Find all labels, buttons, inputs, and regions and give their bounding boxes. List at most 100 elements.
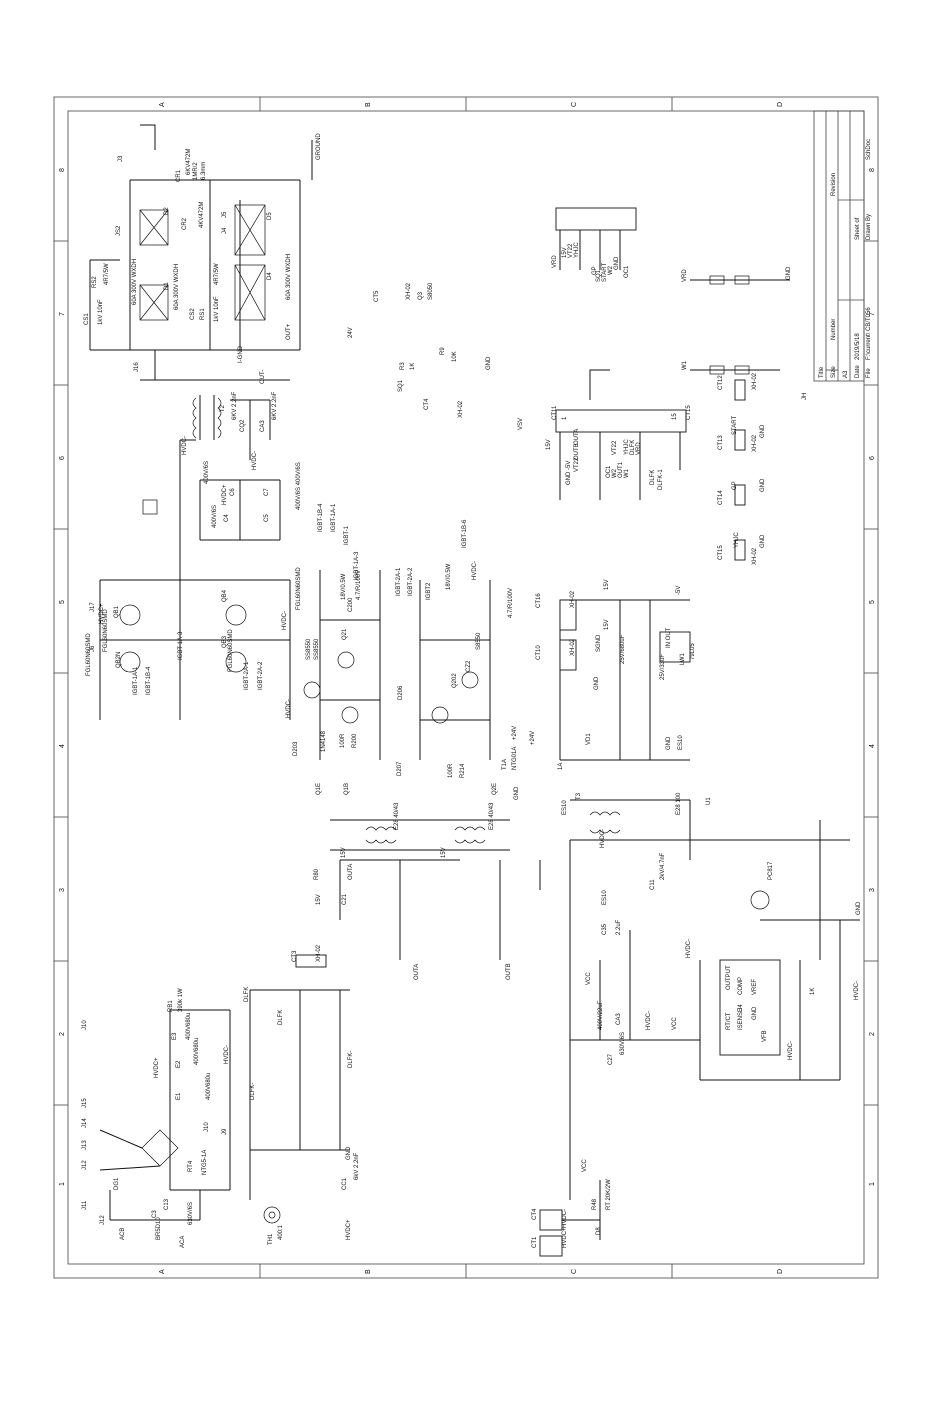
zone-number-left: 6 [59, 456, 66, 460]
component-label: 6kV 2.2nF [354, 1152, 360, 1180]
component-label: U1 [706, 797, 712, 805]
component-label: J5 [222, 211, 228, 218]
zone-number-left: 4 [59, 744, 66, 748]
component-label: 4R7/5W [214, 263, 220, 285]
component-label: VREF [752, 979, 758, 995]
component-label: ES10 [602, 890, 608, 905]
zone-letter-top: D [777, 102, 784, 107]
zone-letters: A B C D A B C D [159, 102, 784, 1274]
component-label: OUTA [574, 429, 580, 445]
component-label: CS2 [190, 308, 196, 320]
component-label: C6 [230, 488, 236, 496]
component-label: NTG01A [512, 747, 518, 770]
component-label: 1A [558, 763, 564, 770]
component-label: W2 [612, 468, 618, 478]
component-label: I-GND [238, 345, 244, 363]
component-label: C27 [608, 1053, 614, 1065]
component-label: FGL60N60SMD [296, 567, 302, 610]
component-label: 60A 300V WXDH [286, 254, 292, 300]
component-label: 400V680u [194, 1038, 200, 1065]
component-label: CT4 [532, 1208, 538, 1220]
zone-letter-top: C [571, 102, 578, 107]
zone-number-right: 8 [869, 168, 876, 172]
component-label: CA3 [260, 420, 266, 432]
component-label: VRD [636, 442, 642, 455]
date-label: Date [855, 365, 861, 378]
component-label: FGL60N60SMD [228, 629, 234, 672]
component-label: D5 [267, 212, 273, 220]
component-label: ES10 [562, 800, 568, 815]
component-label: DLFK- [250, 1083, 256, 1100]
component-label: 25V/680uF [620, 634, 626, 664]
component-label: GND [514, 786, 520, 800]
component-label: R200 [352, 733, 358, 748]
zone-number-left: 7 [59, 312, 66, 316]
component-label: VT22 [612, 440, 618, 455]
component-label: GND [856, 901, 862, 915]
component-label: IGBT-1B-6 [462, 519, 468, 548]
component-label: 24V [348, 327, 354, 338]
component-label: 630V/6S [188, 1202, 194, 1225]
component-label: ACB [120, 1228, 126, 1240]
zone-number-left: 5 [59, 600, 66, 604]
zone-number-right: 7 [869, 312, 876, 316]
sheet-label: Sheet of [855, 217, 861, 240]
zone-number-right: 4 [869, 744, 876, 748]
component-label: 6KV 2.2nF [272, 391, 278, 420]
component-label: J10 [82, 1020, 88, 1030]
zone-number-right: 3 [869, 888, 876, 892]
component-label: IGBT-1B-4 [146, 666, 152, 695]
component-label: R80 [314, 868, 320, 880]
component-label: GND [566, 471, 572, 485]
component-label: HVDC- [182, 436, 188, 455]
component-label: DLFK [278, 1010, 284, 1025]
component-label: GP [592, 266, 598, 275]
component-label: DG1 [114, 1177, 120, 1190]
zone-letter-bottom: C [571, 1269, 578, 1274]
component-label: HVDC+ [222, 484, 228, 505]
component-label: J6 [90, 645, 96, 652]
component-label: D203 [293, 741, 299, 756]
component-label: D4 [267, 272, 273, 280]
component-label: CS1 [84, 313, 90, 325]
component-label: PC817 [768, 861, 774, 880]
component-label: Q3 [418, 291, 424, 300]
zone-number-right: 5 [869, 600, 876, 604]
component-label: 15V [316, 894, 322, 905]
component-label: C4 [224, 514, 230, 522]
zone-number-left: 3 [59, 888, 66, 892]
component-label: DLFK [630, 440, 636, 455]
component-label: 1kV 10nF [98, 299, 104, 325]
component-label: ACA [180, 1236, 186, 1248]
component-label: 4.7/R/100V [356, 570, 362, 600]
component-label: 400V/22uF [598, 1000, 604, 1030]
component-label: J4 [222, 227, 228, 234]
component-label: 400V680u [206, 1073, 212, 1100]
component-label: CT4 [424, 398, 430, 410]
component-label: 400V/6S 400V/6S [296, 462, 302, 510]
component-label: OC1 [624, 265, 630, 278]
title-label: Title [819, 366, 825, 378]
component-label: 15V [341, 847, 347, 858]
component-label: 79L05 [690, 643, 696, 660]
component-label: IGBT-1A-3 [178, 631, 184, 660]
component-label: HVDC- [854, 981, 860, 1000]
component-label: CT11 [552, 405, 558, 420]
component-label: HVDC- [286, 699, 292, 718]
component-label: C3 [152, 1210, 158, 1218]
component-label: RS1 [200, 308, 206, 320]
component-label: DLFK- [348, 1051, 354, 1068]
component-label: C5 [264, 514, 270, 522]
component-label: DLFK [650, 470, 656, 485]
component-label: 1kV 10nF [214, 296, 220, 322]
zone-letter-bottom: B [365, 1269, 372, 1274]
component-label: IGBT-1A-3 [354, 551, 360, 580]
revision-label: Revision [831, 173, 837, 196]
component-label: CT12 [718, 375, 724, 390]
component-label: E2 [176, 1060, 182, 1068]
component-label: J10 [204, 1122, 210, 1132]
component-label: D2 [164, 207, 170, 215]
component-label: 400:1 [278, 1224, 284, 1240]
component-label: HVDC- [686, 939, 692, 958]
